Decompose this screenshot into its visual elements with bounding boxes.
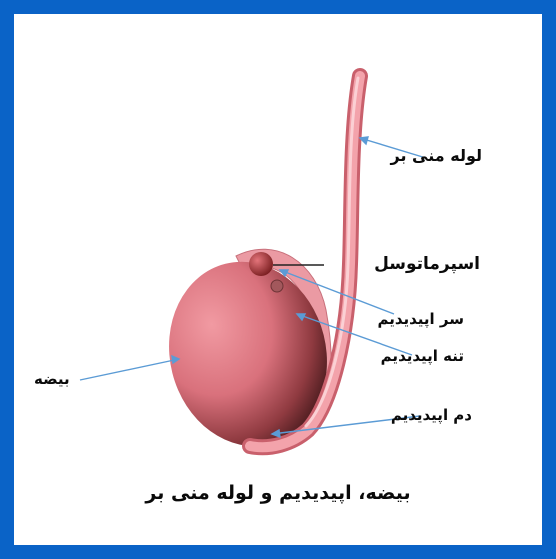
- label-epididymis-head: سر اپیدیدیم: [377, 310, 464, 328]
- spermatocele-cyst: [249, 252, 273, 276]
- diagram-caption: بیضه، اپیدیدیم و لوله منی بر: [14, 482, 542, 504]
- epididymis-head-nodule: [271, 280, 283, 292]
- label-spermatocele: اسپرماتوسل: [374, 254, 480, 274]
- label-epididymis-body: تنه اپیدیدیم: [381, 347, 464, 365]
- anatomy-illustration: [14, 14, 542, 545]
- pointer-testis: [80, 359, 179, 380]
- diagram-panel: لوله منی بر اسپرماتوسل سر اپیدیدیم تنه ا…: [14, 14, 542, 545]
- label-epididymis-tail: دم اپیدیدیم: [391, 406, 472, 424]
- label-testis: بیضه: [34, 370, 70, 388]
- label-vas-deferens: لوله منی بر: [391, 146, 482, 165]
